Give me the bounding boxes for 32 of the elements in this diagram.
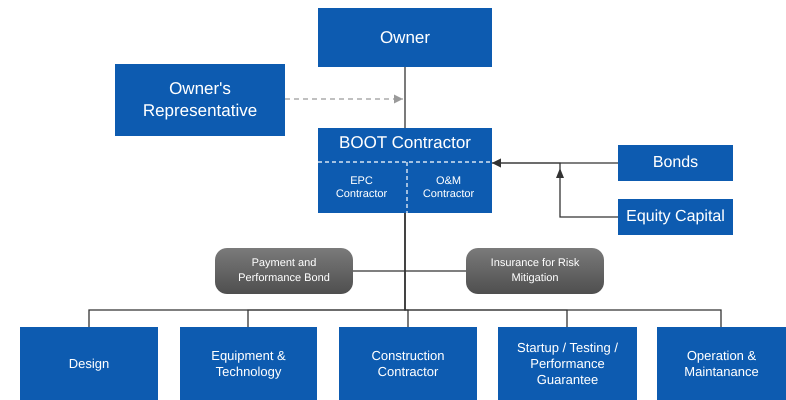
box-label: O&M Contractor	[422, 174, 476, 200]
box-label: Operation & Maintanance	[683, 348, 760, 380]
box-label: Insurance for Risk Mitigation	[490, 256, 580, 286]
box-label: Equity Capital	[626, 207, 725, 227]
rounded-box	[215, 248, 353, 294]
box-label: Design	[68, 356, 110, 372]
box-label: BOOT Contractor	[339, 132, 471, 154]
process-box	[339, 327, 477, 400]
process-box	[115, 64, 285, 136]
process-box	[657, 327, 786, 400]
rounded-box	[466, 248, 604, 294]
connector-line	[404, 213, 722, 327]
process-box	[180, 327, 317, 400]
box-label: Bonds	[652, 153, 698, 173]
box-label: Payment and Performance Bond	[237, 256, 331, 286]
process-box	[618, 199, 733, 235]
box-label: Construction Contractor	[370, 348, 446, 380]
process-box	[318, 128, 492, 213]
process-box	[618, 145, 733, 181]
arrow	[492, 158, 618, 218]
process-box	[20, 327, 158, 400]
box-label: EPC Contractor	[334, 174, 388, 200]
box-label: Startup / Testing / Performance Guarantee	[516, 340, 619, 388]
arrow	[285, 94, 403, 104]
box-label: Equipment & Technology	[210, 348, 287, 380]
connector-line	[353, 270, 405, 272]
connector-line	[404, 67, 406, 128]
box-label: Owner	[380, 26, 430, 48]
process-box	[318, 8, 492, 67]
box-label: Owner's Representative	[142, 78, 258, 122]
connector-line	[405, 270, 466, 272]
process-box	[498, 327, 637, 400]
